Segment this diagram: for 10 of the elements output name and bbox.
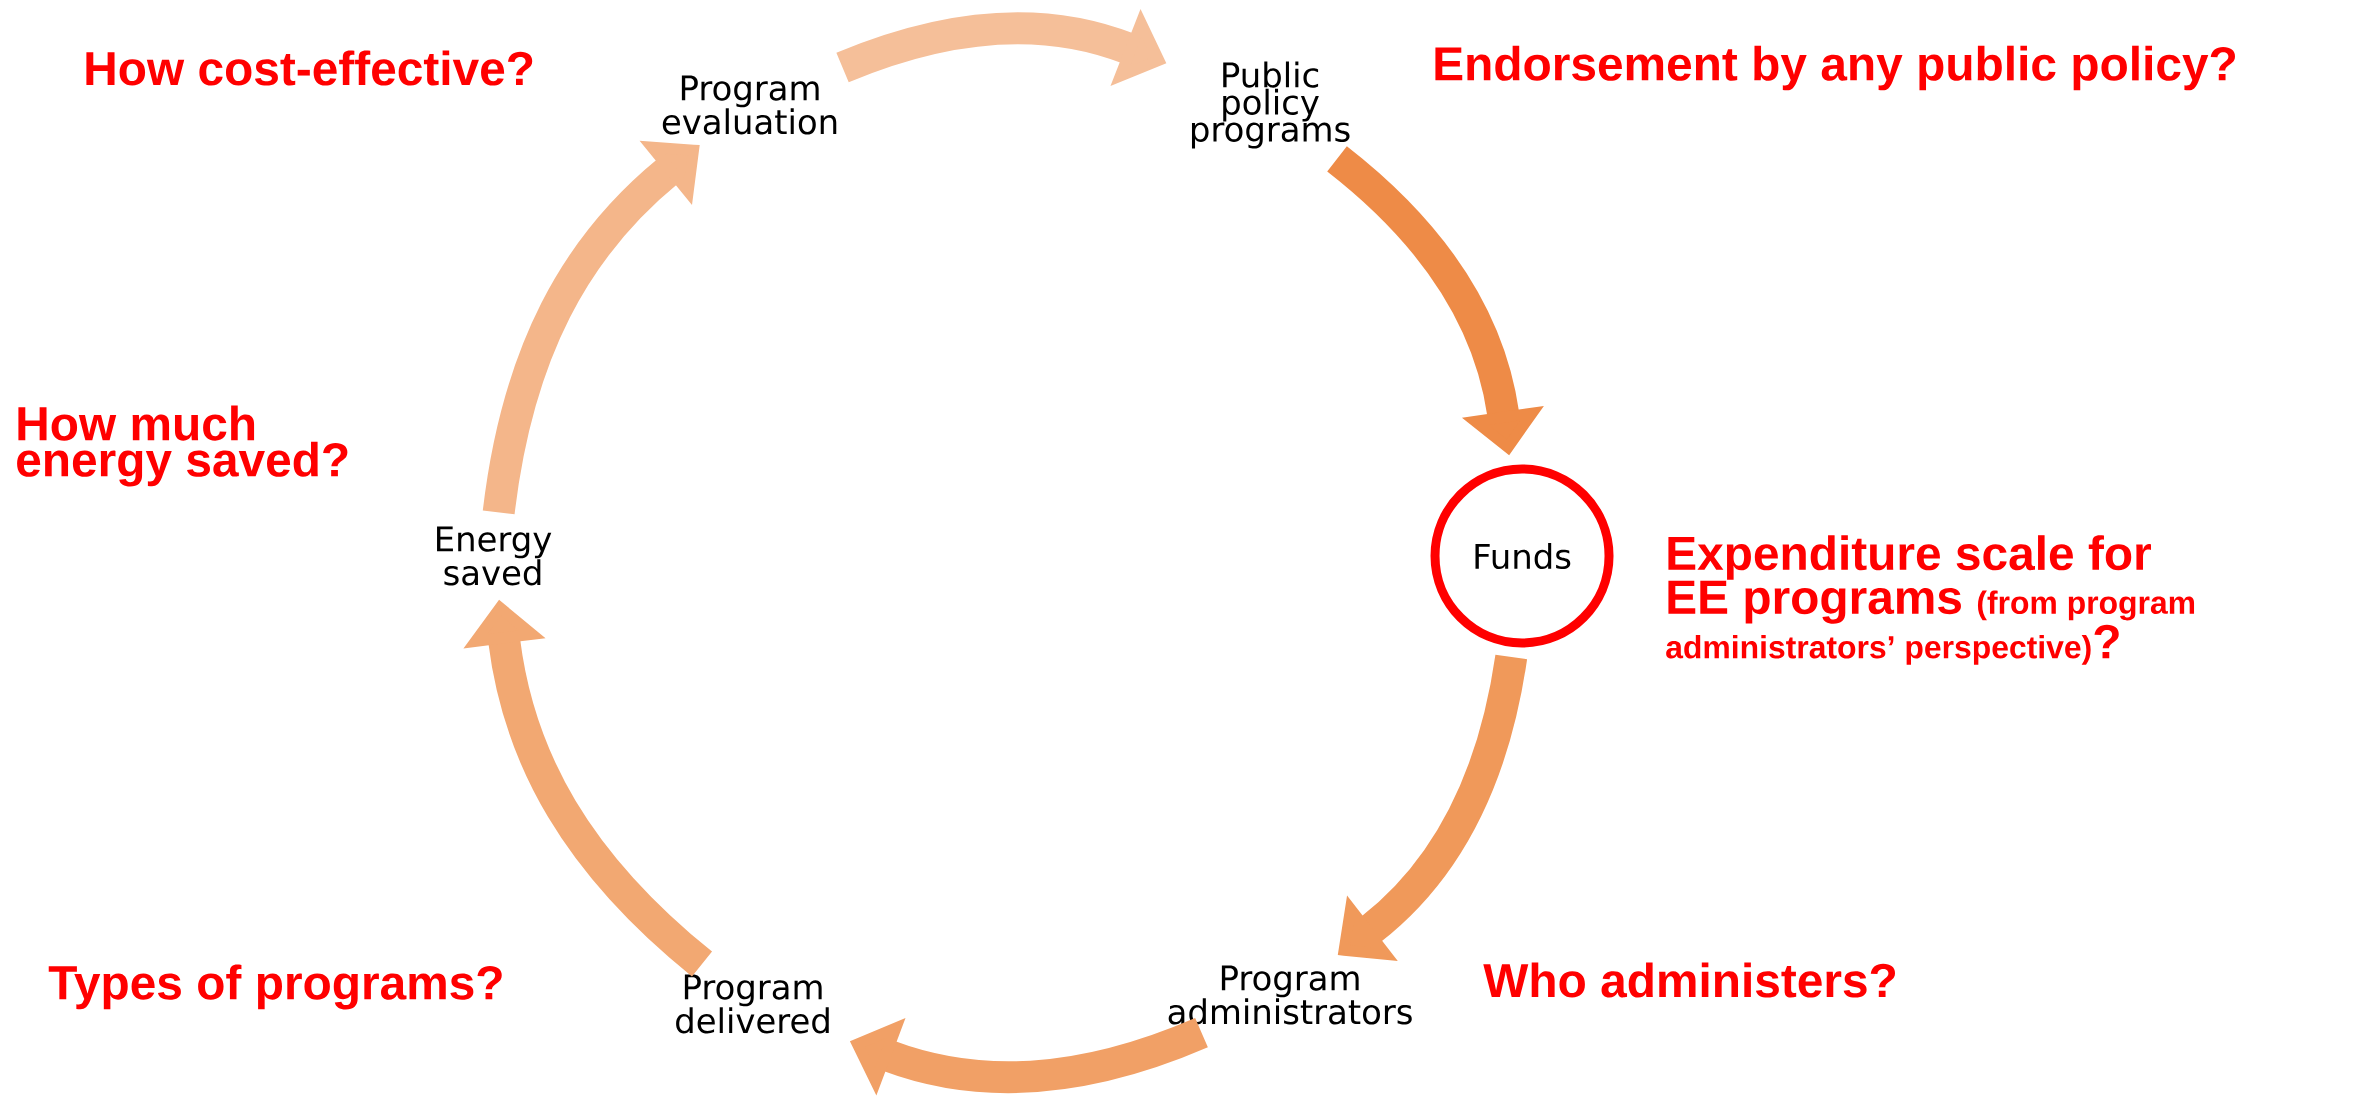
- stage-label: Program evaluation: [662, 75, 837, 135]
- question-text: Endorsement by any public policy?: [1435, 45, 2235, 91]
- question-text: How cost-effective?: [86, 50, 533, 86]
- stage-label: Program administrators: [1168, 965, 1412, 1025]
- stage-label: Energy saved: [437, 526, 552, 586]
- question-text: Types of programs?: [48, 964, 502, 1010]
- question-text: Who administers?: [1483, 962, 1895, 998]
- question-text: How much energy saved?: [17, 405, 348, 487]
- stage-label: Public policy programs: [1192, 61, 1350, 149]
- stage-label: Program delivered: [676, 974, 829, 1034]
